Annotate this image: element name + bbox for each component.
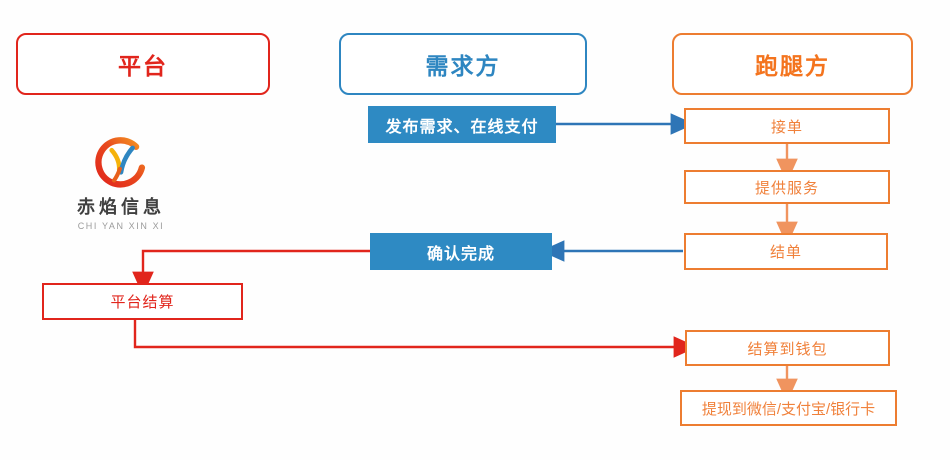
node-provide-service-label: 提供服务	[754, 179, 819, 197]
node-settle-to-wallet-label: 结算到钱包	[747, 340, 828, 358]
node-withdraw-channels-label: 提现到微信/支付宝/银行卡	[701, 400, 876, 418]
node-settle-to-wallet: 结算到钱包	[685, 330, 890, 366]
column-header-runner-label: 跑腿方	[755, 53, 830, 79]
node-platform-settlement-label: 平台结算	[110, 294, 175, 311]
node-finish-order: 结单	[684, 233, 888, 270]
node-withdraw-channels: 提现到微信/支付宝/银行卡	[680, 390, 897, 426]
arrow-settle-to-wallet	[133, 320, 698, 358]
node-accept-order-label: 接单	[770, 118, 803, 136]
node-confirm-complete: 确认完成	[370, 233, 552, 270]
logo-name-chinese: 赤焰信息	[77, 197, 165, 217]
node-platform-settlement: 平台结算	[42, 283, 243, 320]
column-header-runner: 跑腿方	[672, 33, 913, 95]
column-header-platform: 平台	[16, 33, 270, 95]
company-logo: 赤焰信息 CHI YAN XIN XI	[66, 134, 176, 231]
node-finish-order-label: 结单	[769, 244, 802, 261]
column-header-demand: 需求方	[339, 33, 587, 95]
logo-name-english: CHI YAN XIN XI	[77, 221, 165, 231]
logo-mark-icon	[95, 137, 146, 188]
node-provide-service: 提供服务	[684, 170, 890, 204]
node-accept-order: 接单	[684, 108, 890, 144]
column-header-demand-label: 需求方	[425, 53, 501, 79]
column-header-platform-label: 平台	[118, 53, 168, 79]
node-publish-demand: 发布需求、在线支付	[368, 106, 556, 143]
node-confirm-complete-label: 确认完成	[426, 245, 495, 263]
node-publish-demand-label: 发布需求、在线支付	[385, 118, 539, 136]
arrow-confirm-to-settle	[132, 249, 370, 296]
